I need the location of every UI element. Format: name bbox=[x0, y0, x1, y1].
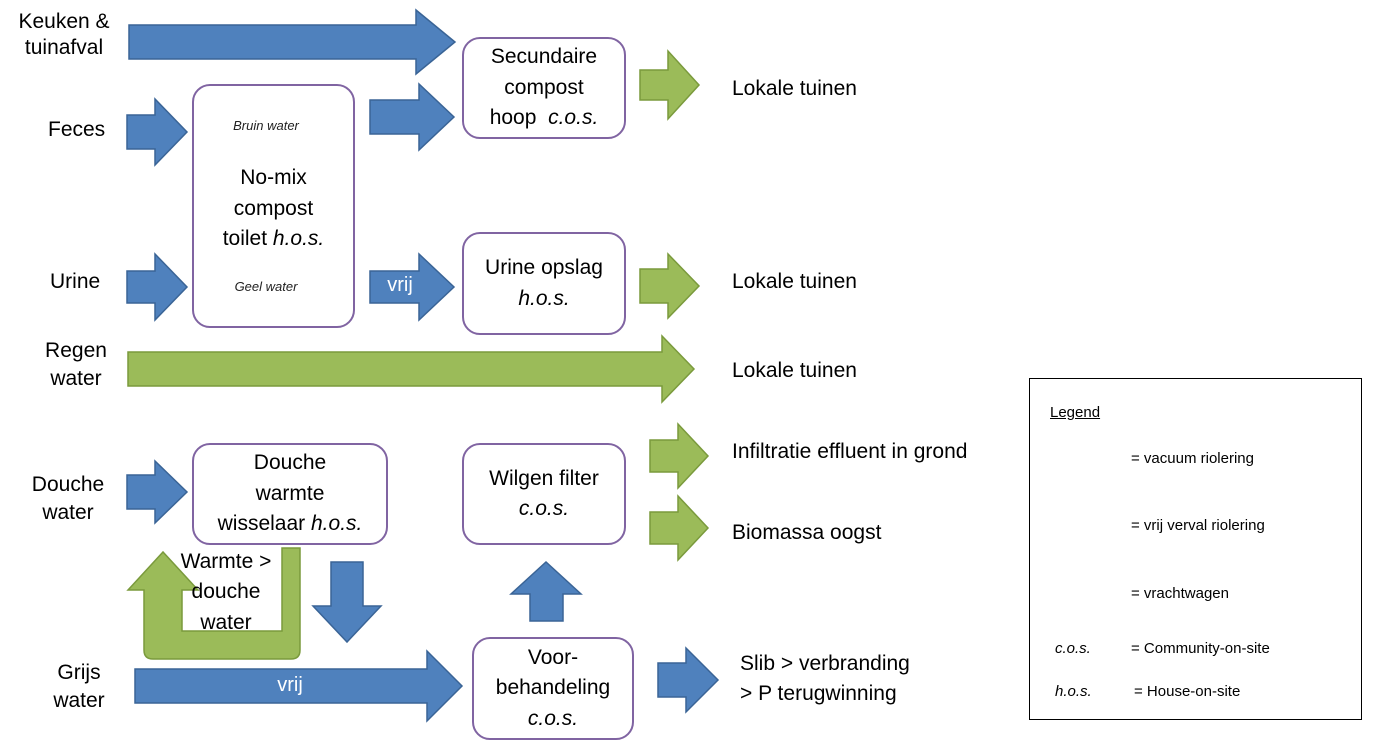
compost-out-arrow bbox=[639, 49, 701, 121]
legend-vac-tag: vac bbox=[1059, 450, 1081, 466]
grey-water-arrow bbox=[134, 649, 464, 723]
legend-vac-text: = vacuum riolering bbox=[1131, 450, 1254, 467]
urine-abbr: h.o.s. bbox=[518, 286, 570, 310]
compost-line3: hoop c.o.s. bbox=[489, 106, 599, 130]
secondary-compost-box: Secundaire compost hoop c.o.s. bbox=[462, 37, 626, 139]
legend-vra-tag: vra bbox=[1060, 587, 1080, 603]
heat-line2: warmte bbox=[255, 481, 325, 505]
legend-title: Legend bbox=[1050, 404, 1101, 421]
legend-cos-abbr: c.o.s. bbox=[1055, 640, 1091, 657]
legend-hos-text: = House-on-site bbox=[1134, 683, 1241, 700]
compost-line2: compost bbox=[504, 75, 584, 99]
output-gardens-1: Lokale tuinen bbox=[732, 77, 857, 100]
input-rain-label: Regen water bbox=[45, 339, 107, 391]
infiltration-arrow bbox=[649, 422, 710, 490]
input-shower-label: Douche water bbox=[31, 473, 105, 525]
toilet-to-urine-arrow bbox=[369, 252, 456, 322]
nomix-abbr: h.o.s. bbox=[272, 227, 325, 251]
input-feces-label: Feces bbox=[48, 118, 106, 141]
willow-filter-box: Wilgen filter c.o.s. bbox=[462, 443, 626, 545]
legend-vrij-text: = vrij verval riolering bbox=[1131, 517, 1265, 534]
heat-abbr: h.o.s. bbox=[311, 512, 363, 536]
pretreatment-box: Voor- behandeling c.o.s. bbox=[472, 637, 634, 740]
heat-return-label: Warmte > douche water bbox=[180, 550, 272, 634]
urine-storage-box: Urine opslag h.o.s. bbox=[462, 232, 626, 335]
willow-abbr: c.o.s. bbox=[518, 497, 570, 520]
compost-line1: Secundaire bbox=[490, 45, 598, 69]
toilet-to-compost-arrow bbox=[369, 82, 456, 152]
input-kitchen-text: Keuken & tuinafval bbox=[18, 10, 110, 60]
rain-arrow bbox=[127, 334, 696, 404]
legend-hos-abbr: h.o.s. bbox=[1055, 683, 1092, 700]
output-sludge: Slib > verbranding > P terugwinning bbox=[740, 652, 910, 706]
kitchen-arrow bbox=[128, 8, 457, 76]
input-kitchen-label: Keuken & tuinafval bbox=[15, 9, 113, 62]
urine-line1: Urine opslag bbox=[485, 256, 603, 280]
output-infiltration: Infiltratie effluent in grond bbox=[732, 440, 968, 463]
output-gardens-3: Lokale tuinen bbox=[732, 359, 857, 382]
yellow-water-label: Geel water bbox=[234, 279, 298, 294]
urine-out-arrow bbox=[639, 252, 701, 320]
compost-abbr: c.o.s. bbox=[548, 106, 599, 130]
heat-down-arrow bbox=[311, 561, 383, 644]
nomix-toilet-box: No-mix compost toilet h.o.s. bbox=[192, 84, 355, 328]
pre-line1: Voor- bbox=[527, 645, 579, 669]
willow-line1: Wilgen filter bbox=[489, 466, 599, 490]
shower-heat-exchanger-box: Douche warmte wisselaar h.o.s. bbox=[192, 443, 388, 545]
grey-vrij-label: vrij bbox=[277, 674, 303, 696]
shower-arrow bbox=[126, 459, 189, 525]
pre-abbr: c.o.s. bbox=[527, 706, 579, 730]
urine-arrow bbox=[126, 252, 189, 322]
pre-line2: behandeling bbox=[495, 676, 611, 700]
legend-box: Legend vac = vacuum riolering vrij = vri… bbox=[1029, 378, 1362, 720]
legend-vra-text: = vrachtwagen bbox=[1131, 585, 1229, 602]
brown-water-label: Bruin water bbox=[233, 118, 299, 133]
heat-return-arrow bbox=[126, 547, 301, 660]
output-biomass: Biomassa oogst bbox=[732, 521, 882, 544]
legend-cos-text: = Community-on-site bbox=[1131, 640, 1270, 657]
sludge-arrow bbox=[657, 646, 720, 714]
biomass-arrow bbox=[649, 494, 710, 562]
output-gardens-2: Lokale tuinen bbox=[732, 270, 857, 293]
nomix-line1: No-mix bbox=[240, 166, 307, 190]
legend-vrij-tag: vrij bbox=[1061, 518, 1079, 534]
heat-line3: wisselaar h.o.s. bbox=[217, 512, 363, 536]
input-urine-label: Urine bbox=[50, 270, 101, 293]
feces-arrow bbox=[126, 97, 189, 167]
input-grey-label: Grijs water bbox=[53, 661, 105, 713]
heat-line1: Douche bbox=[253, 451, 327, 475]
nomix-line2: compost bbox=[233, 196, 314, 220]
nomix-line3: toilet h.o.s. bbox=[222, 227, 325, 251]
pretreat-up-arrow bbox=[509, 560, 583, 622]
urine-vrij-label: vrij bbox=[387, 274, 413, 296]
